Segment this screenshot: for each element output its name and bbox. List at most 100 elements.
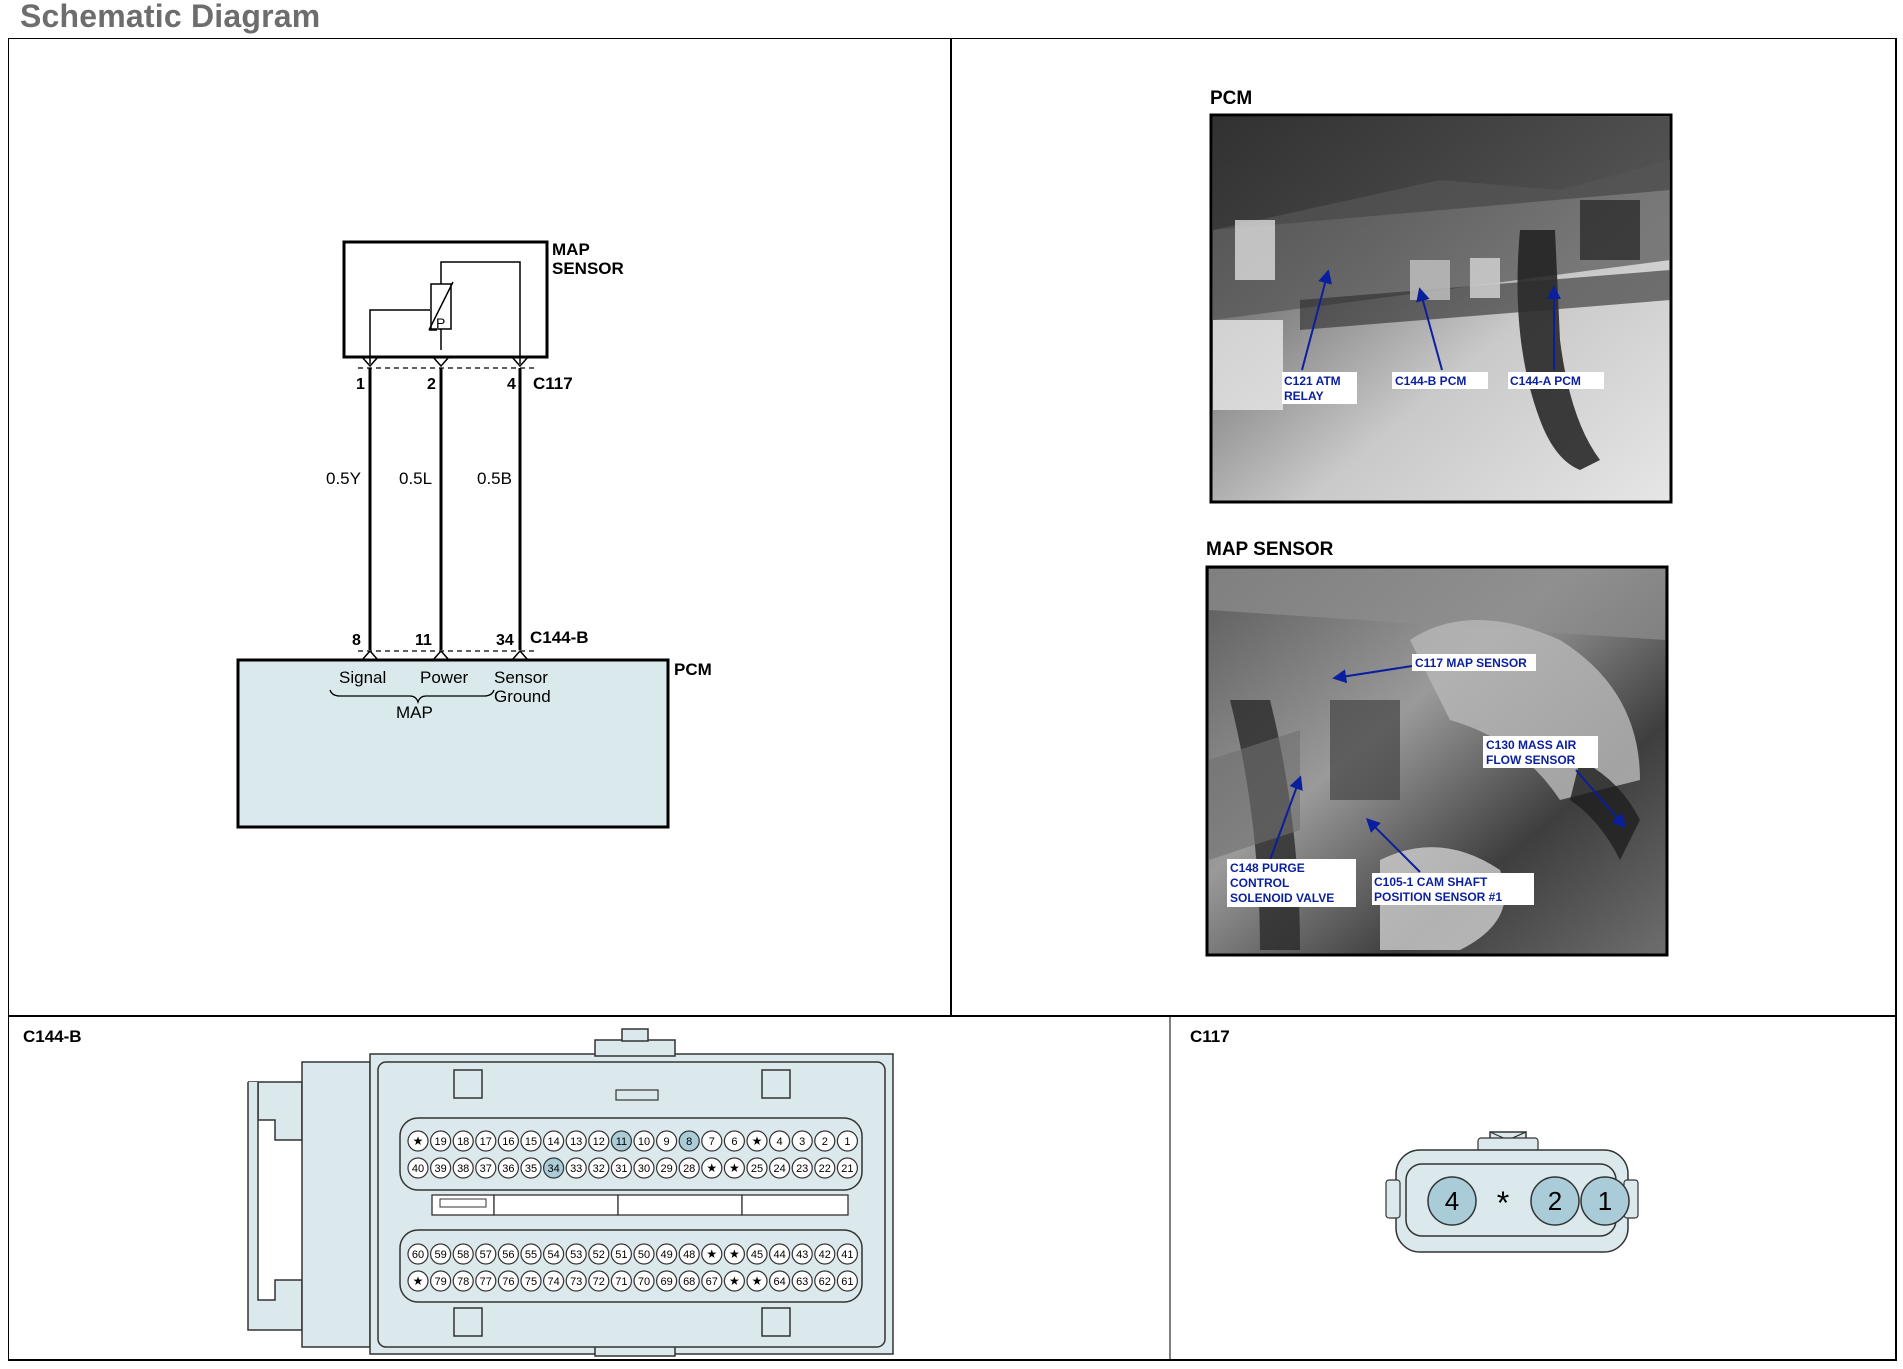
c144b-pin-circle (565, 1130, 587, 1152)
c144b-pin-label: 51 (615, 1249, 627, 1261)
c144b-pin-circle (452, 1270, 474, 1292)
c144b-pin-circle (678, 1243, 700, 1265)
c144b-pin-circle (836, 1157, 859, 1179)
outer-border (8, 38, 1897, 1361)
c117-pin-label: * (1497, 1185, 1509, 1221)
map-photo-title: MAP SENSOR (1206, 539, 1334, 560)
c144b-pin: 14 (542, 1130, 565, 1152)
c144b-pin-34: 34 (496, 632, 514, 649)
c117-pin1-terminal (361, 356, 379, 368)
c144b-pin-8: 8 (352, 632, 361, 649)
c117-pin4-terminal (511, 356, 529, 368)
c148-callout-2: CONTROL (1230, 876, 1289, 890)
c144b-pin-circle (475, 1157, 497, 1179)
map-sensor-label: MAP (552, 240, 590, 259)
c144b-pin: 25 (746, 1157, 768, 1179)
c144b-pin: 55 (520, 1243, 542, 1265)
c144b-pin: 56 (497, 1243, 519, 1265)
c144b-pin-label: 24 (773, 1163, 785, 1175)
c144b-pin: 75 (520, 1270, 542, 1292)
c144b-pin-label: 77 (480, 1276, 492, 1288)
c144b-pin-label: 40 (412, 1163, 424, 1175)
c144b-pin: 71 (610, 1270, 633, 1292)
c144b-pin-circle (723, 1270, 746, 1292)
internal-wire-1 (369, 309, 430, 364)
c144b-pin-label: 9 (664, 1136, 670, 1148)
c144b-pin: ★ (723, 1157, 746, 1179)
c144b-pin-label: 22 (819, 1163, 831, 1175)
c144b-pin: 48 (678, 1243, 700, 1265)
c144b-pin-circle (475, 1270, 497, 1292)
c144b-pin-circle (701, 1157, 723, 1179)
c144b-pin: 63 (791, 1270, 813, 1292)
c144b-pin-label: 36 (502, 1163, 514, 1175)
c144b-pin: 37 (475, 1157, 497, 1179)
c144b-pin: 74 (542, 1270, 565, 1292)
c105-callout-1: C105-1 CAM SHAFT (1374, 875, 1488, 889)
c144b-pin: ★ (723, 1243, 746, 1265)
c144b-pin-label: 69 (660, 1276, 672, 1288)
c144b-pin: 15 (520, 1130, 542, 1152)
c144b-pin: 77 (475, 1270, 497, 1292)
c144b-pin-circle (588, 1243, 610, 1265)
c144b-pin-circle (633, 1157, 655, 1179)
c144b-pin-label: 59 (434, 1249, 446, 1261)
c117-pin: 1 (1580, 1176, 1630, 1226)
c144b-callout: C144-B PCM (1395, 374, 1466, 388)
c144b-pin-label: 2 (822, 1136, 828, 1148)
c144b-pin-circle (430, 1157, 452, 1179)
c144b-pin-circle (588, 1130, 610, 1152)
page-title: Schematic Diagram (20, 0, 321, 34)
c144b-pin-label: 72 (593, 1276, 605, 1288)
c144b-pin-circle (497, 1157, 519, 1179)
c144b-pin-circle (610, 1270, 633, 1292)
c144b-pin-circle (542, 1157, 565, 1179)
c148-callout-1: C148 PURGE (1230, 861, 1305, 875)
c144b-pin-circle (791, 1157, 813, 1179)
c144b-pin-circle (520, 1157, 542, 1179)
c144b-pin-circle (565, 1157, 587, 1179)
c144b-pin: ★ (701, 1157, 723, 1179)
c144b-pin-label: 60 (412, 1249, 424, 1261)
c144b-pin-label: 1 (844, 1136, 850, 1148)
c144b-pin: 42 (814, 1243, 836, 1265)
c144b-pin34-terminal (511, 649, 529, 661)
c144b-pin: 16 (497, 1130, 519, 1152)
c144b-pin-label: 17 (480, 1136, 492, 1148)
c144b-pin-11: 11 (415, 632, 432, 649)
c148-callout-3: SOLENOID VALVE (1230, 891, 1334, 905)
c144b-pin-circle (430, 1270, 452, 1292)
c144b-pin-label: 56 (502, 1249, 514, 1261)
c144b-pin-circle (452, 1157, 474, 1179)
c144b-pin-circle (475, 1243, 497, 1265)
c144b-pin: 31 (610, 1157, 633, 1179)
c144b-pin: 12 (588, 1130, 610, 1152)
c144b-pin: 32 (588, 1157, 610, 1179)
c144b-pin: 29 (655, 1157, 678, 1179)
c144b-pin: 35 (520, 1157, 542, 1179)
c144b-pin-circle (814, 1130, 836, 1152)
c144b-pin-circle (542, 1243, 565, 1265)
c144b-pin-circle (610, 1243, 633, 1265)
c144b-pin-label: ★ (752, 1274, 763, 1288)
c144b-pin: 36 (497, 1157, 519, 1179)
c144b-pin-circle (723, 1130, 746, 1152)
c144b-pin: 38 (452, 1157, 474, 1179)
c144b-pin-circle (407, 1130, 429, 1152)
c144b-pin-circle (520, 1270, 542, 1292)
c144b-pin-label: 54 (547, 1249, 559, 1261)
c144b-pin-label: 74 (547, 1276, 559, 1288)
c144b-pin-label: 3 (799, 1136, 805, 1148)
c144b-pin-circle (768, 1130, 791, 1152)
c121-callout-1: C121 ATM (1284, 374, 1341, 388)
c144b-pin-label: 31 (615, 1163, 627, 1175)
c144b-pin: 33 (565, 1157, 587, 1179)
c144b-pin: 69 (655, 1270, 678, 1292)
c144b-pin-label: 55 (525, 1249, 537, 1261)
c144b-pin-circle (407, 1270, 429, 1292)
c144b-pin-label: 34 (547, 1163, 559, 1175)
c144b-pin-circle (814, 1243, 836, 1265)
c144b-pin-label: 41 (841, 1249, 853, 1261)
c144b-pin-label: 75 (525, 1276, 537, 1288)
